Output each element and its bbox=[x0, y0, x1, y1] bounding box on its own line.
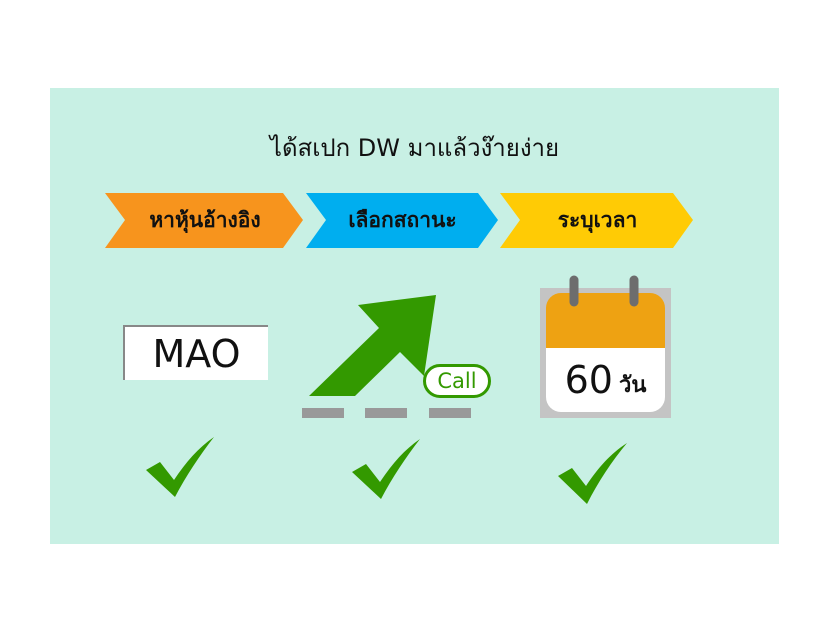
step-3-label: ระบุเวลา bbox=[557, 208, 638, 232]
call-badge: Call bbox=[423, 364, 491, 398]
chevron-step-1 bbox=[105, 193, 303, 248]
check-icon-2 bbox=[352, 439, 420, 499]
dash-3 bbox=[429, 408, 471, 418]
check-icon-1 bbox=[146, 437, 214, 497]
dash-1 bbox=[302, 408, 344, 418]
chevron-step-2 bbox=[306, 193, 498, 248]
check-icon-3 bbox=[558, 443, 627, 504]
ticker-box: MAO bbox=[123, 325, 268, 380]
calendar-days: 60 วัน bbox=[546, 350, 665, 410]
chevron-step-3 bbox=[500, 193, 693, 248]
dash-2 bbox=[365, 408, 407, 418]
days-unit: วัน bbox=[618, 372, 647, 398]
step-1-label: หาหุ้นอ้างอิง bbox=[149, 208, 261, 232]
days-number: 60 bbox=[564, 358, 613, 402]
step-2-label: เลือกสถานะ bbox=[348, 208, 457, 232]
page-title: ได้สเปก DW มาแล้วง๊ายง่าย bbox=[269, 134, 560, 162]
